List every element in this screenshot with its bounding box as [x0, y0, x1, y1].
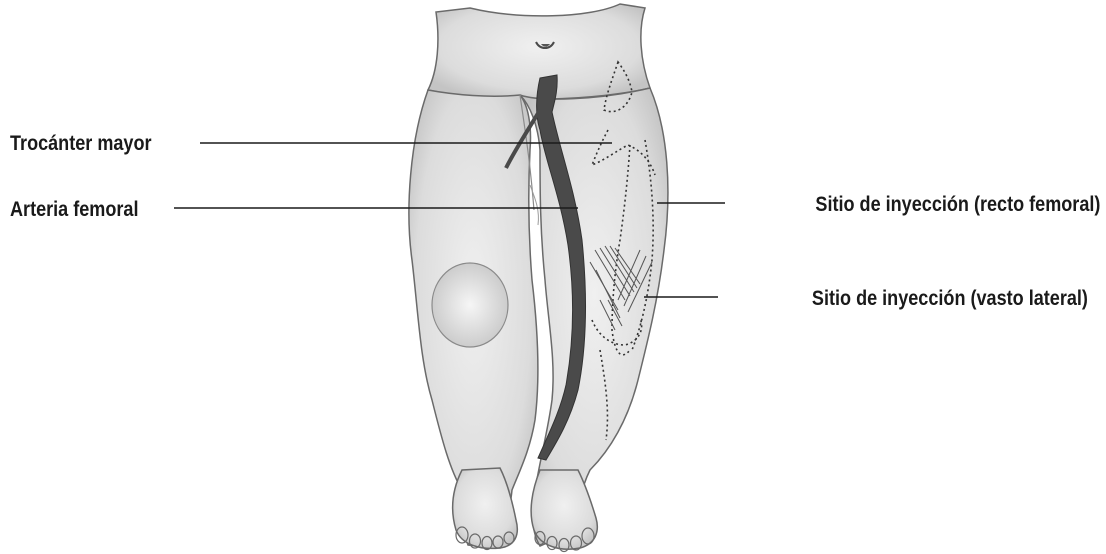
label-trochanter: Trocánter mayor: [10, 133, 152, 154]
label-femoral-artery: Arteria femoral: [10, 199, 138, 220]
label-rectus-femoris-site: Sitio de inyección (recto femoral): [815, 194, 1100, 215]
left-knee: [432, 263, 508, 347]
label-vastus-lateralis-site: Sitio de inyección (vasto lateral): [812, 288, 1088, 309]
right-foot: [531, 470, 597, 549]
